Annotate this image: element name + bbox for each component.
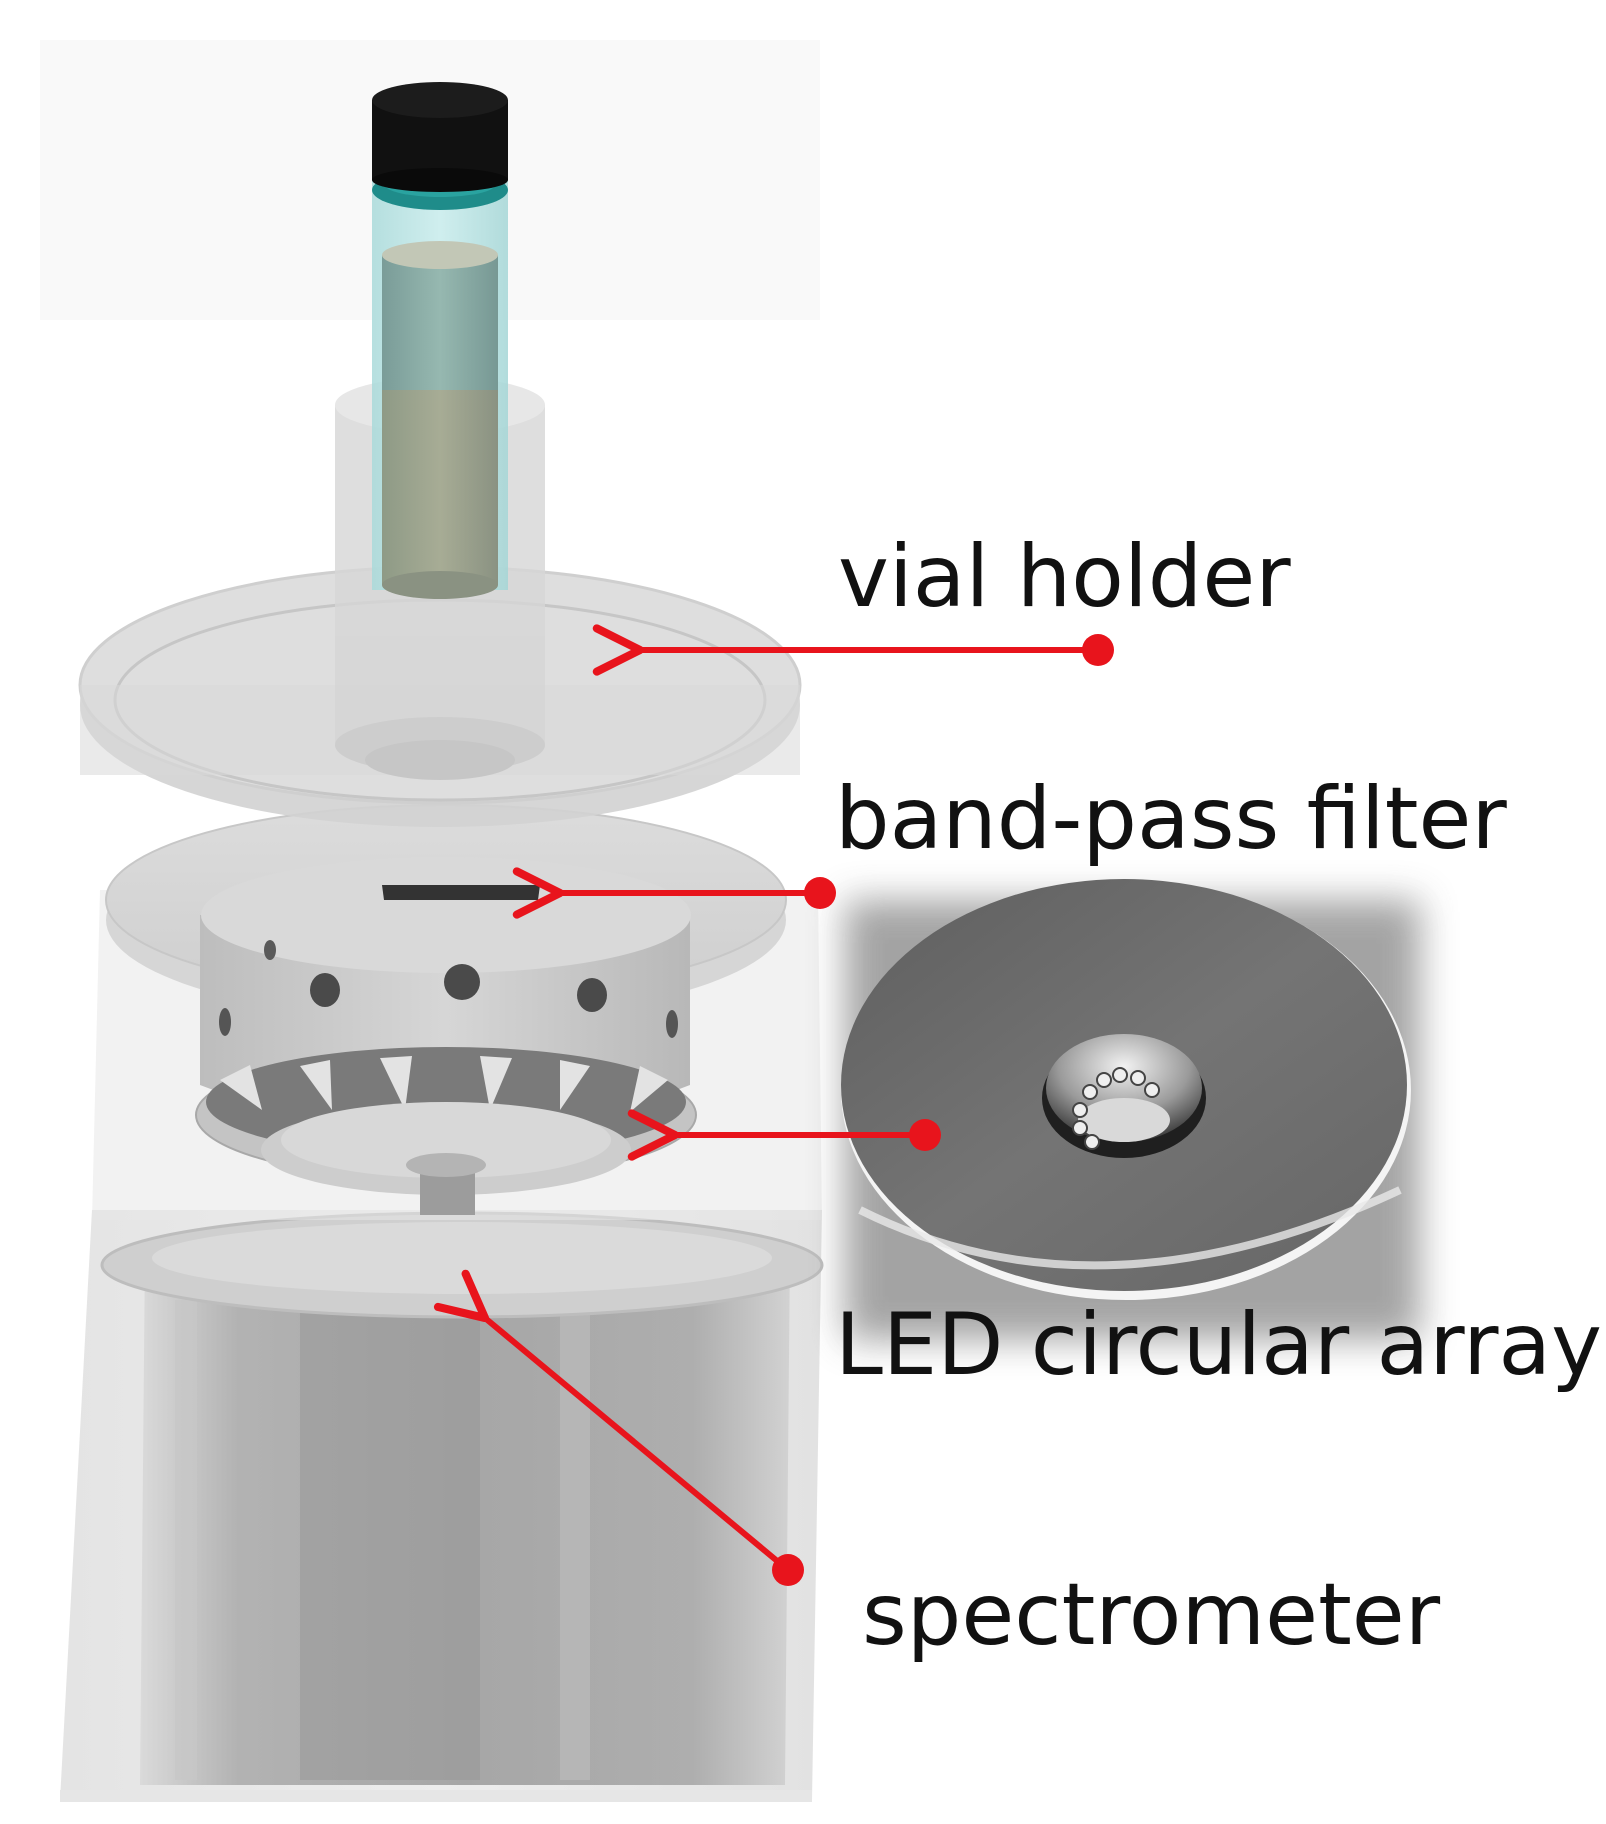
led-ring-assembly: [195, 857, 697, 1215]
arrow-spectrometer: [433, 1269, 791, 1573]
pointer-arrows: [433, 624, 1114, 1586]
label-vial-holder: vial holder: [838, 527, 1291, 627]
label-spectrometer: spectrometer: [862, 1565, 1441, 1665]
label-band-pass-filter: band-pass filter: [835, 769, 1507, 869]
label-led-circular-array: LED circular array: [835, 1295, 1603, 1395]
led-array-inset: [841, 879, 1420, 1340]
arrow-vial-holder-dot: [1082, 634, 1114, 666]
spectrometer-body: [60, 1210, 824, 1802]
sample-vial: [372, 82, 508, 599]
arrow-spectrometer-dot: [772, 1554, 804, 1586]
arrow-band-pass-filter-dot: [804, 877, 836, 909]
arrow-led-array-dot: [909, 1119, 941, 1151]
